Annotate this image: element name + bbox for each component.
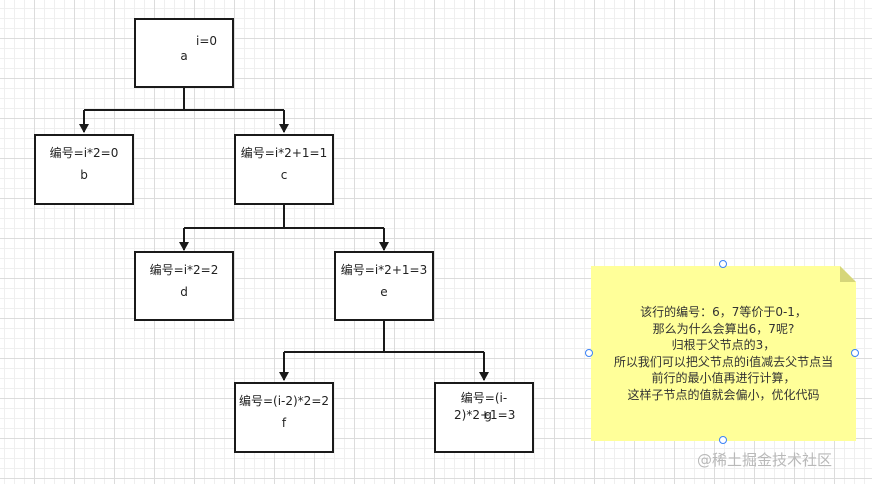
note-text: 该行的编号：6，7等价于0-1， 那么为什么会算出6，7呢? 归根于父节点的3，…	[591, 304, 856, 403]
node-a-label: a	[180, 49, 188, 63]
sticky-note[interactable]: 该行的编号：6，7等价于0-1， 那么为什么会算出6，7呢? 归根于父节点的3，…	[591, 266, 856, 441]
note-line: 前行的最小值再进行计算，	[651, 371, 796, 385]
note-line: 该行的编号：6，7等价于0-1，	[640, 305, 807, 319]
node-f[interactable]: 编号=(i-2)*2=2 f	[234, 382, 334, 453]
node-b-number: 编号=i*2=0	[49, 146, 119, 160]
node-b-label: b	[80, 168, 88, 182]
note-line: 那么为什么会算出6，7呢?	[652, 321, 795, 336]
node-d[interactable]: 编号=i*2=2 d	[134, 251, 234, 321]
node-e[interactable]: 编号=i*2+1=3 e	[334, 251, 434, 321]
node-g[interactable]: 编号=(i-2)*2+1=3 g	[434, 382, 534, 453]
node-c-label: c	[280, 168, 288, 182]
node-a[interactable]: i=0 a	[134, 18, 234, 88]
node-c[interactable]: 编号=i*2+1=1 c	[234, 134, 334, 205]
node-b[interactable]: 编号=i*2=0 b	[34, 134, 134, 205]
node-f-number: 编号=(i-2)*2=2	[238, 394, 330, 408]
resize-handle-bottom[interactable]	[719, 436, 727, 444]
node-g-number: 编号=(i-2)*2+1=3	[454, 391, 516, 422]
note-line: 这样子节点的值就会偏小，优化代码	[627, 387, 820, 402]
node-e-number: 编号=i*2+1=3	[340, 263, 428, 277]
note-line: 所以我们可以把父节点的i值减去父节点当	[613, 354, 834, 369]
node-g-label: g	[484, 408, 492, 422]
resize-handle-top[interactable]	[719, 260, 727, 268]
resize-handle-right[interactable]	[851, 349, 859, 357]
note-line: 归根于父节点的3，	[671, 338, 776, 352]
connector-c-split	[184, 205, 384, 229]
watermark: @稀土掘金技术社区	[697, 449, 832, 470]
watermark-text: @稀土掘金技术社区	[697, 451, 833, 469]
node-d-number: 编号=i*2=2	[149, 263, 219, 277]
node-c-number: 编号=i*2+1=1	[240, 146, 328, 160]
node-d-label: d	[180, 285, 188, 299]
connector-e-split	[284, 321, 484, 353]
node-f-label: f	[281, 416, 287, 430]
connector-a-split	[84, 88, 284, 111]
node-e-label: e	[380, 285, 388, 299]
node-a-number: i=0	[196, 34, 218, 48]
resize-handle-left[interactable]	[585, 349, 593, 357]
